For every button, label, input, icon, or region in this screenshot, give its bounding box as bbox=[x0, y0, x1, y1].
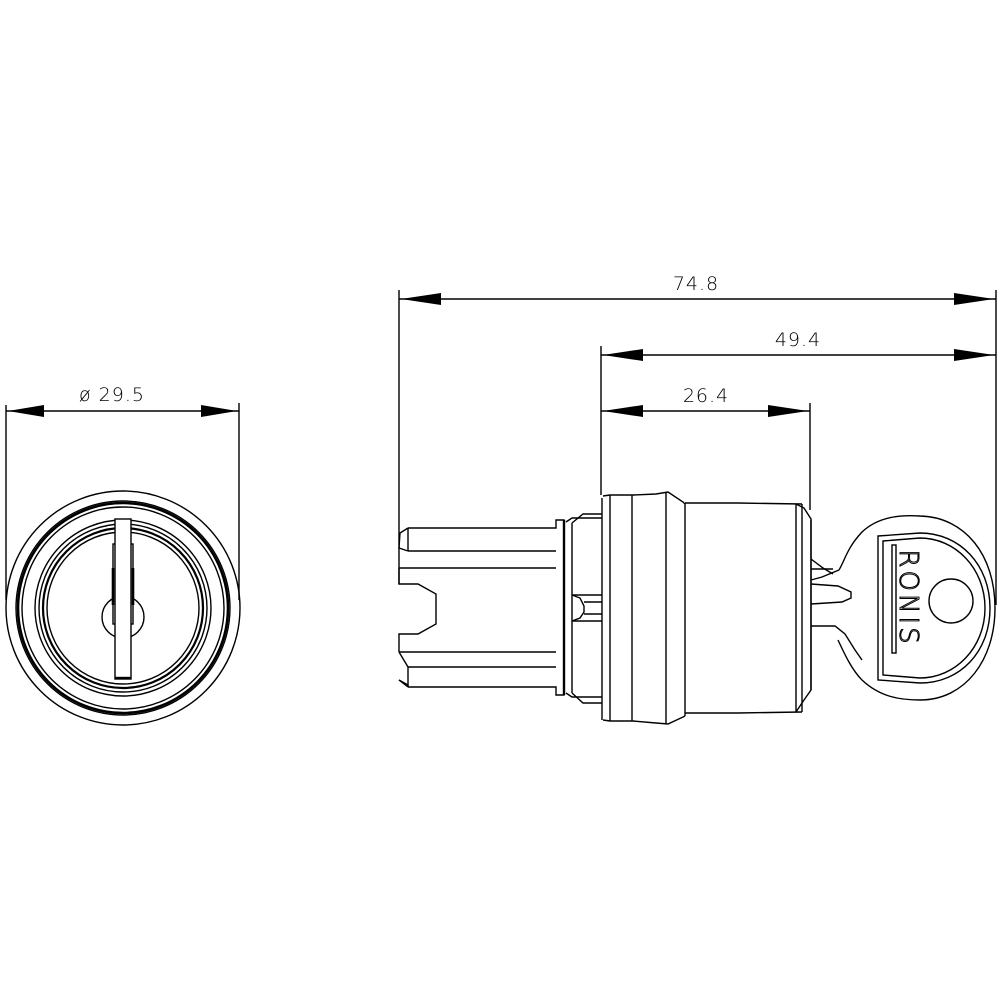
lock-body bbox=[685, 502, 812, 714]
arrowhead-icon bbox=[768, 405, 808, 417]
arrowhead-right-icon bbox=[201, 405, 237, 417]
front-view bbox=[5, 403, 241, 726]
key-ring-hole bbox=[928, 578, 974, 624]
key-blade-front bbox=[114, 518, 132, 680]
arrowhead-left-icon bbox=[8, 405, 44, 417]
arrowhead-icon bbox=[954, 293, 994, 305]
bezel-ring-4 bbox=[21, 506, 225, 710]
key-brand-text: RONIS bbox=[893, 549, 924, 647]
dimension-label-74: 74.8 bbox=[672, 273, 720, 295]
arrowhead-icon bbox=[603, 349, 643, 361]
arrowhead-icon bbox=[603, 405, 643, 417]
dimension-label-49: 49.4 bbox=[774, 329, 822, 351]
key-text-bar bbox=[891, 544, 897, 654]
arrowhead-icon bbox=[401, 293, 441, 305]
arrowhead-icon bbox=[954, 349, 994, 361]
bezel-ring-2 bbox=[15, 500, 231, 716]
bezel-ring-3 bbox=[16, 501, 230, 715]
mounting-nut bbox=[562, 513, 602, 704]
key bbox=[810, 514, 996, 701]
rear-stem bbox=[398, 519, 565, 696]
diameter-label: ø 29.5 bbox=[79, 384, 145, 406]
side-view bbox=[398, 290, 997, 725]
outer-bezel-ring bbox=[5, 490, 241, 726]
front-collar bbox=[601, 491, 686, 725]
dimension-label-26: 26.4 bbox=[682, 385, 730, 407]
